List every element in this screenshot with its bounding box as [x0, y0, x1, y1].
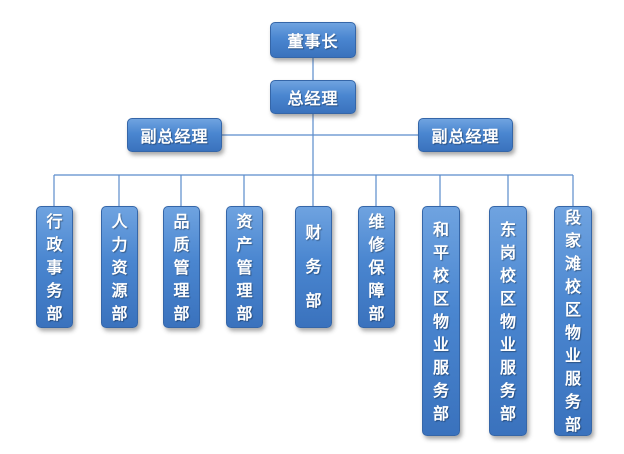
department-node: 段家滩校区物业服务部 — [554, 206, 592, 436]
department-node: 维修保障部 — [358, 206, 395, 328]
chairman-label: 董事长 — [287, 32, 339, 51]
deputy-general-manager-node-right: 副总经理 — [418, 118, 513, 152]
deputy-general-manager-label: 副总经理 — [140, 127, 209, 146]
department-node: 和平校区物业服务部 — [422, 206, 460, 436]
department-node: 行政事务部 — [36, 206, 73, 328]
general-manager-label: 总经理 — [287, 89, 339, 108]
department-label: 财务部 — [305, 223, 322, 310]
general-manager-node: 总经理 — [270, 80, 356, 114]
department-node: 人力资源部 — [101, 206, 138, 328]
department-node: 品质管理部 — [163, 206, 200, 328]
deputy-general-manager-node-left: 副总经理 — [127, 118, 222, 152]
chairman-node: 董事长 — [270, 22, 356, 58]
department-node: 财务部 — [295, 206, 332, 328]
department-label: 段家滩校区物业服务部 — [564, 208, 581, 434]
department-label: 东岗校区物业服务部 — [499, 219, 516, 423]
department-label: 和平校区物业服务部 — [432, 219, 449, 423]
department-label: 资产管理部 — [236, 211, 253, 323]
department-label: 维修保障部 — [368, 211, 385, 323]
deputy-general-manager-label: 副总经理 — [431, 127, 500, 146]
department-label: 人力资源部 — [111, 211, 128, 323]
department-label: 品质管理部 — [173, 211, 190, 323]
department-label: 行政事务部 — [46, 211, 63, 323]
department-node: 东岗校区物业服务部 — [489, 206, 527, 436]
department-node: 资产管理部 — [226, 206, 263, 328]
